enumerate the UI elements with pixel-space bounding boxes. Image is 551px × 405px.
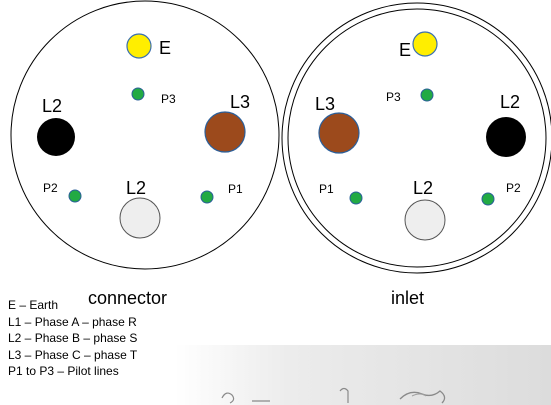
inlet-pilot-left-label: P1 <box>319 182 334 196</box>
legend-item-l1: L1 – Phase A – phase R <box>8 314 137 329</box>
connector-body <box>10 0 280 270</box>
inlet-right-phase-label: L2 <box>500 92 520 112</box>
connector-bottom-phase-label: L2 <box>126 178 146 198</box>
inlet-pilot-top-label: P3 <box>386 90 401 104</box>
connector-right-phase-pin <box>204 111 246 153</box>
inlet-body-outer <box>281 2 551 274</box>
legend-item-pilots: P1 to P3 – Pilot lines <box>8 364 119 378</box>
legend-item-earth: E – Earth <box>8 298 59 312</box>
inlet-right-phase-pin <box>486 117 526 157</box>
inlet-bottom-phase-pin <box>404 199 446 241</box>
inlet-left-phase-pin <box>318 112 360 154</box>
connector-pilot-left-pin <box>68 189 82 203</box>
inlet-body-inner <box>287 8 547 268</box>
connector-caption: connector <box>88 288 168 308</box>
photo-fragment <box>175 345 551 405</box>
connector-pilot-right-label: P1 <box>228 182 243 196</box>
connector-pilot-top-label: P3 <box>161 92 176 106</box>
inlet-earth-label: E <box>399 40 411 60</box>
inlet-pilot-right-pin <box>481 192 495 206</box>
connector-earth-label: E <box>159 38 171 58</box>
connector-bottom-phase-pin <box>119 197 161 239</box>
connector-pilot-right-pin <box>200 190 214 204</box>
connector-right-phase-label: L3 <box>230 92 250 112</box>
connector-earth-pin <box>126 33 152 59</box>
connector-pilot-top-pin <box>131 87 145 101</box>
inlet-left-phase-label: L3 <box>315 94 335 114</box>
connector-left-phase-label: L2 <box>42 96 62 116</box>
inlet-bottom-phase-label: L2 <box>413 178 433 198</box>
inlet-earth-pin <box>412 31 438 57</box>
connector-left-phase-pin <box>37 118 75 156</box>
legend: E – Earth L1 – Phase A – phase R L2 – Ph… <box>8 297 137 380</box>
inlet-pilot-left-pin <box>349 191 363 205</box>
inlet-caption: inlet <box>391 288 425 308</box>
legend-item-l2: L2 – Phase B – phase S <box>8 331 138 345</box>
inlet-pilot-right-label: P2 <box>506 181 521 195</box>
inlet-face: E P3 L3 L2 P1 L2 P2 <box>281 2 551 274</box>
inlet-pilot-top-pin <box>420 88 434 102</box>
connector-pilot-left-label: P2 <box>43 181 58 195</box>
legend-item-l3: L3 – Phase C – phase T <box>8 347 138 362</box>
connector-face: E P3 L2 L3 P2 L2 P1 <box>10 0 280 270</box>
